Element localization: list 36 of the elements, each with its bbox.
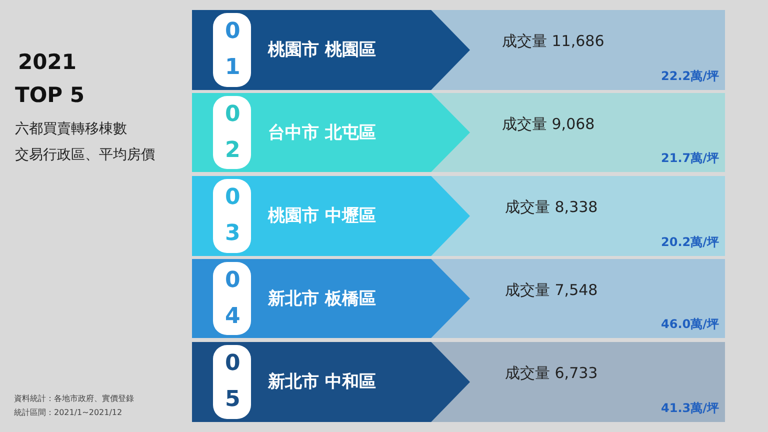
- district-name: 新北市 板橋區: [268, 288, 376, 310]
- rank-number: 01: [225, 18, 239, 82]
- value-panel: [430, 259, 725, 338]
- district-name: 新北市 中和區: [268, 371, 376, 393]
- transaction-count: 成交量 9,068: [502, 114, 595, 134]
- district-name: 桃園市 桃園區: [268, 39, 376, 61]
- average-price: 41.3萬/坪: [661, 400, 719, 417]
- value-panel: [430, 10, 725, 90]
- value-panel: [430, 93, 725, 172]
- district-name: 桃園市 中壢區: [268, 205, 376, 227]
- ranking-heading: TOP 5: [15, 83, 84, 107]
- value-panel: [430, 342, 725, 422]
- average-price: 22.2萬/坪: [661, 68, 719, 85]
- rank-number: 03: [225, 184, 239, 248]
- value-panel: [430, 176, 725, 256]
- transaction-count: 成交量 7,548: [505, 280, 598, 300]
- rank-banner: [192, 10, 470, 90]
- rank-number: 04: [225, 266, 239, 330]
- average-price: 46.0萬/坪: [661, 316, 719, 333]
- district-name: 台中市 北屯區: [268, 122, 376, 144]
- average-price: 21.7萬/坪: [661, 150, 719, 167]
- average-price: 20.2萬/坪: [661, 234, 719, 251]
- subtitle: 交易行政區、平均房價: [15, 146, 155, 164]
- rank-banner: [192, 259, 470, 338]
- period-note: 統計區間：2021/1~2021/12: [14, 407, 122, 418]
- transaction-count: 成交量 6,733: [505, 364, 598, 383]
- year-heading: 2021: [18, 50, 76, 74]
- source-note: 資料統計：各地市政府、實價登錄: [14, 393, 134, 404]
- rank-banner: [192, 93, 470, 172]
- transaction-count: 成交量 8,338: [505, 198, 598, 217]
- subtitle: 六都買賣轉移棟數: [15, 120, 127, 138]
- rank-banner: [192, 176, 470, 256]
- rank-number: 05: [225, 350, 239, 414]
- rank-number: 02: [225, 100, 239, 164]
- rank-banner: [192, 342, 470, 422]
- transaction-count: 成交量 11,686: [502, 32, 604, 51]
